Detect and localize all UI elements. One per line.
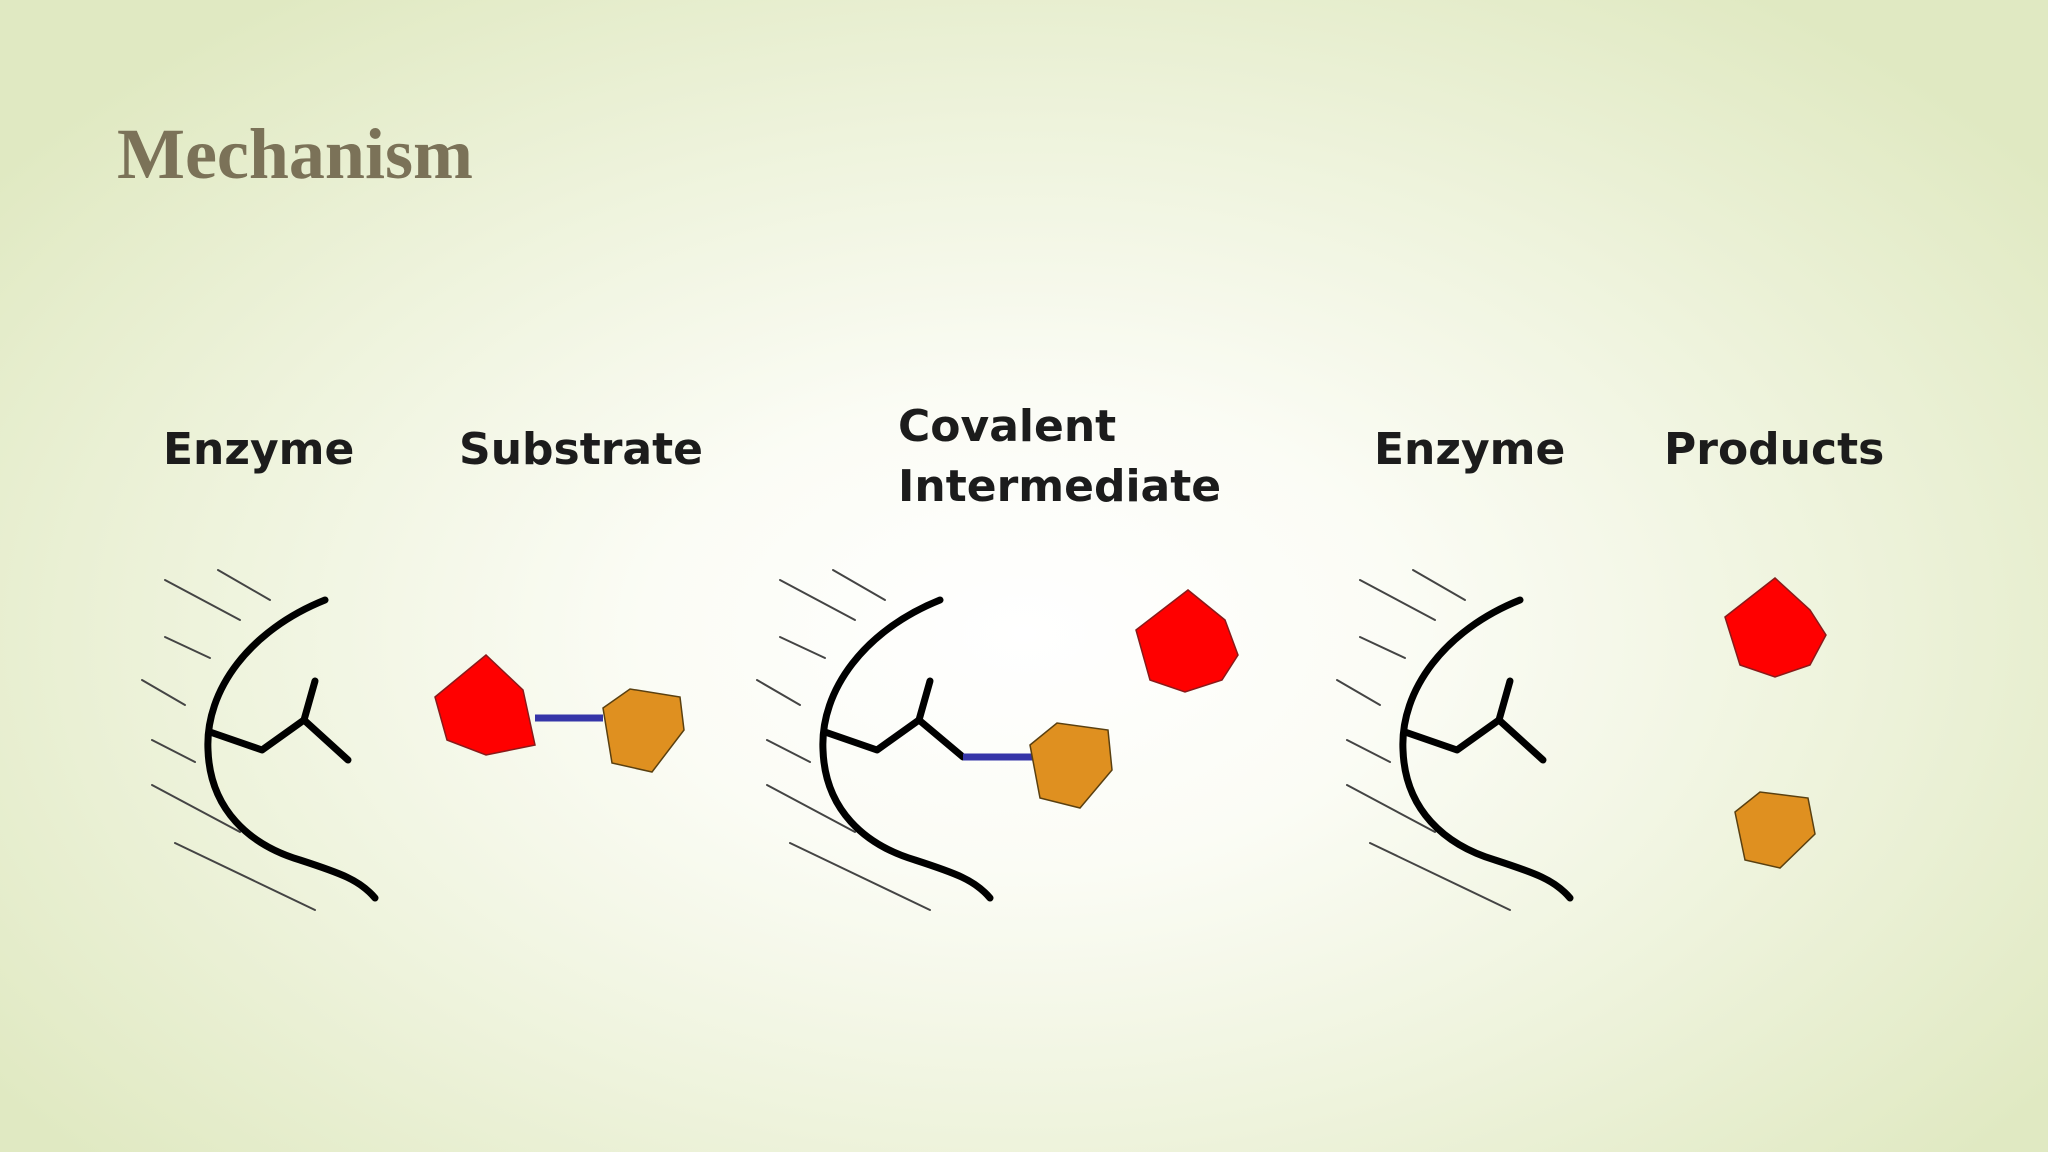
red-pentagon-icon [1135,589,1239,693]
orange-pentagon-icon [1734,791,1816,869]
products [1724,577,1827,869]
orange-pentagon-icon [602,688,685,773]
covalent-intermediate [756,569,1239,911]
enzyme-label-after: Enzyme [1374,424,1566,475]
red-pentagon-icon [1724,577,1827,678]
substrate-molecule [434,654,685,773]
red-pentagon-icon [434,654,536,756]
enzyme-label: Enzyme [163,424,355,475]
enzyme-icon [141,569,375,911]
substrate-label: Substrate [459,424,703,475]
slide-title: Mechanism [117,114,473,194]
orange-pentagon-icon [1029,722,1113,809]
covalent-intermediate-label-line-2: Intermediate [898,461,1222,512]
products-label: Products [1664,424,1885,475]
enzyme-icon [1336,569,1570,911]
covalent-intermediate-label-line-1: Covalent [898,401,1117,452]
